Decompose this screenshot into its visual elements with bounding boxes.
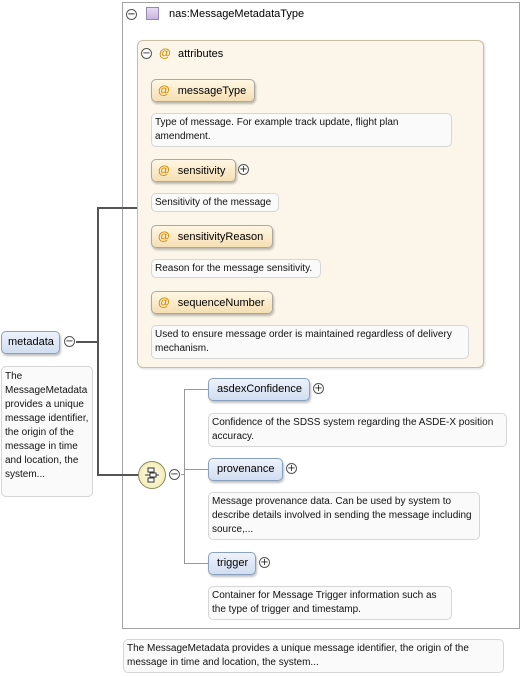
attribute-at-icon: @	[158, 295, 170, 309]
attribute-sensitivity[interactable]: @ sensitivity	[151, 159, 236, 182]
type-description: The MessageMetadata provides a unique me…	[123, 639, 504, 673]
type-collapse-icon[interactable]: −	[126, 9, 137, 20]
attribute-at-icon: @	[158, 163, 170, 177]
attributes-at-icon: @	[159, 46, 171, 60]
connector	[184, 563, 208, 564]
element-name: trigger	[217, 557, 249, 569]
sequence-glyph	[145, 467, 159, 483]
element-trigger[interactable]: trigger	[208, 552, 256, 575]
connector	[184, 469, 208, 470]
connector	[184, 389, 208, 390]
attributes-label: attributes	[178, 48, 224, 60]
provenance-expand-icon[interactable]: +	[286, 463, 297, 474]
attribute-description: Used to ensure message order is maintain…	[151, 325, 469, 359]
attribute-name: sensitivityReason	[177, 231, 264, 243]
element-description: Confidence of the SDSS system regarding …	[208, 413, 507, 447]
attribute-messageType[interactable]: @ messageType	[151, 79, 255, 102]
sequence-collapse-icon[interactable]: −	[169, 469, 180, 480]
element-name: asdexConfidence	[217, 383, 303, 395]
attribute-description: Reason for the message sensitivity.	[151, 259, 321, 278]
complex-type-icon	[146, 7, 159, 20]
attribute-name: messageType	[177, 85, 247, 97]
attribute-sensitivityReason[interactable]: @ sensitivityReason	[151, 225, 273, 248]
sensitivity-expand-icon[interactable]: +	[238, 164, 249, 175]
attribute-description: Type of message. For example track updat…	[151, 113, 452, 147]
element-description: The MessageMetadata provides a unique me…	[1, 366, 93, 497]
connector	[97, 207, 137, 209]
element-description: Message provenance data. Can be used by …	[208, 492, 480, 540]
element-name: provenance	[217, 463, 275, 475]
connector	[76, 341, 98, 343]
asdexConfidence-expand-icon[interactable]: +	[313, 383, 324, 394]
sequence-compositor-icon[interactable]	[138, 461, 166, 489]
attribute-sequenceNumber[interactable]: @ sequenceNumber	[151, 291, 273, 314]
element-metadata[interactable]: metadata	[1, 331, 60, 354]
connector	[97, 474, 139, 476]
connector	[184, 389, 185, 563]
metadata-collapse-icon[interactable]: −	[64, 336, 75, 347]
attribute-name: sequenceNumber	[177, 297, 265, 309]
element-name: metadata	[8, 336, 54, 348]
attribute-at-icon: @	[158, 229, 170, 243]
type-name: nas:MessageMetadataType	[169, 8, 305, 20]
attributes-collapse-icon[interactable]: −	[141, 48, 152, 59]
connector	[97, 207, 99, 475]
attribute-name: sensitivity	[177, 165, 226, 177]
element-description: Container for Message Trigger informatio…	[208, 586, 452, 620]
connector	[181, 474, 185, 475]
attribute-at-icon: @	[158, 83, 170, 97]
trigger-expand-icon[interactable]: +	[259, 557, 270, 568]
attribute-description: Sensitivity of the message	[151, 193, 279, 212]
element-provenance[interactable]: provenance	[208, 458, 283, 481]
element-asdexConfidence[interactable]: asdexConfidence	[208, 378, 310, 401]
